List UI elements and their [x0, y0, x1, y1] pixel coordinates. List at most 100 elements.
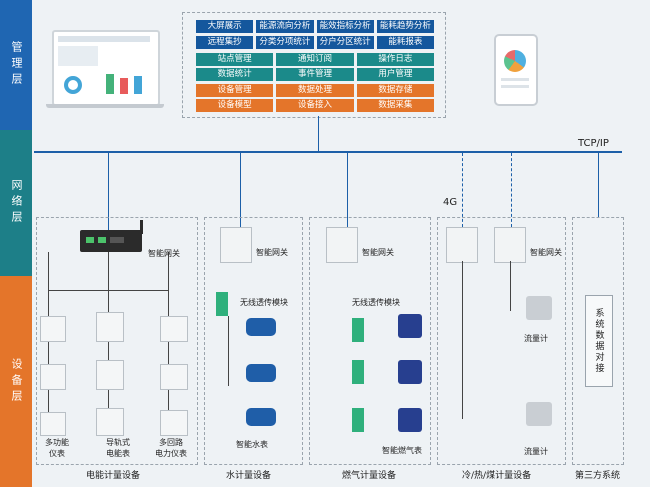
platform-box: [182, 12, 446, 118]
platform-cell: 用户管理: [356, 68, 434, 81]
platform-cell: 数据处理: [276, 84, 354, 97]
gas-meter: [398, 360, 422, 384]
gateway-port: [86, 237, 94, 243]
layer-network-label: 网络层: [10, 179, 23, 227]
gas-meter: [398, 408, 422, 432]
link-heat-1: [462, 153, 463, 227]
heat-gateway-label: 智能网关: [530, 248, 562, 257]
water-meter-label: 智能水表: [236, 440, 268, 449]
laptop-base: [46, 104, 164, 108]
platform-cell: 分类分项统计: [256, 36, 314, 49]
gateway-port: [98, 237, 106, 243]
multicircuit-meter: [160, 316, 188, 342]
gas-meter: [398, 314, 422, 338]
layer-network: 网络层: [0, 130, 32, 276]
gas-module: [352, 408, 364, 432]
link-heat-2: [511, 153, 512, 227]
platform-cell: 操作日志: [356, 53, 434, 66]
layer-device-label: 设备层: [10, 357, 23, 406]
din-rail-meter: [96, 360, 124, 390]
section-electric-title: 电能计量设备: [86, 471, 141, 481]
phone-app: [494, 34, 538, 106]
label-multicircuit-meter: 多回路 电力仪表: [155, 438, 187, 458]
layer-device: 设备层: [0, 276, 32, 487]
multifunction-meter: [40, 364, 66, 390]
layer-management-label: 管理层: [10, 41, 23, 89]
platform-cell: 能耗报表: [376, 36, 434, 49]
flow-meter-label: 流量计: [524, 334, 548, 343]
gateway-port: [110, 237, 124, 243]
din-rail-meter: [96, 408, 124, 436]
dashboard-bar: [106, 74, 114, 94]
section-water-title: 水计量设备: [226, 471, 272, 481]
link-water: [240, 153, 241, 227]
platform-cell: 数据统计: [196, 68, 274, 81]
dashboard-bar: [120, 78, 128, 94]
dashboard-bar: [134, 76, 142, 94]
link-gas: [347, 153, 348, 227]
dashboard-chart: [58, 46, 98, 66]
electric-bus-top: [48, 290, 168, 291]
platform-cell: 数据采集: [356, 99, 434, 112]
phone-pie-chart: [504, 50, 526, 72]
platform-cell: 远程集抄: [196, 36, 254, 49]
water-meter: [246, 364, 276, 382]
platform-cell: 设备管理: [196, 84, 274, 97]
gas-gateway-label: 智能网关: [362, 248, 394, 257]
third-party-box-label: 系统数据对接: [593, 308, 604, 374]
water-gateway: [220, 227, 252, 263]
platform-uplink: [318, 116, 319, 152]
platform-cell: 设备接入: [276, 99, 354, 112]
section-third-party: [572, 217, 624, 465]
platform-cell: 能源流向分析: [256, 20, 314, 33]
gas-module-label: 无线透传模块: [352, 298, 400, 307]
section-heat-title: 冷/热/煤计量设备: [462, 471, 532, 481]
platform-cell: 大屏展示: [196, 20, 254, 33]
label-multifunction-meter: 多功能 仪表: [45, 438, 69, 458]
heat-bus-2: [510, 261, 511, 311]
section-gas: [309, 217, 431, 465]
platform-cell: 事件管理: [276, 68, 354, 81]
platform-cell: 分户分区统计: [316, 36, 374, 49]
electric-gateway: [80, 230, 142, 252]
water-bus: [228, 316, 229, 386]
layer-management: 管理层: [0, 0, 32, 130]
platform-cell: 能耗趋势分析: [376, 20, 434, 33]
dashboard-donut: [64, 76, 82, 94]
wireless-4g-label: 4G: [443, 197, 458, 208]
section-water: [204, 217, 303, 465]
heat-gateway: [446, 227, 478, 263]
platform-cell: 能效指标分析: [316, 20, 374, 33]
section-electric: [36, 217, 198, 465]
water-meter: [246, 408, 276, 426]
third-party-box: 系统数据对接: [585, 295, 613, 387]
water-module-label: 无线透传模块: [240, 298, 288, 307]
heat-gateway: [494, 227, 526, 263]
tcpip-label: TCP/IP: [578, 138, 609, 149]
gas-gateway: [326, 227, 358, 263]
laptop-dashboard: [52, 30, 160, 106]
gas-meter-label: 智能燃气表: [382, 446, 422, 455]
tcpip-bus: [34, 151, 622, 153]
dashboard-header: [58, 36, 150, 42]
section-gas-title: 燃气计量设备: [342, 471, 397, 481]
gateway-antenna: [140, 220, 143, 234]
flow-meter: [526, 296, 552, 320]
electric-gateway-label: 智能网关: [148, 249, 180, 258]
multifunction-meter: [40, 316, 66, 342]
gas-module: [352, 360, 364, 384]
section-third-party-title: 第三方系统: [575, 471, 621, 481]
water-meter: [246, 318, 276, 336]
din-rail-meter: [96, 312, 124, 342]
label-din-rail-meter: 导轨式 电能表: [106, 438, 130, 458]
water-module: [216, 292, 228, 316]
phone-list: [501, 85, 529, 88]
section-heat: [437, 217, 566, 465]
link-third-party: [598, 153, 599, 217]
multicircuit-meter: [160, 410, 188, 436]
flow-meter: [526, 402, 552, 426]
link-electric: [108, 153, 109, 230]
platform-cell: 通知订阅: [276, 53, 354, 66]
platform-cell: 站点管理: [196, 53, 274, 66]
